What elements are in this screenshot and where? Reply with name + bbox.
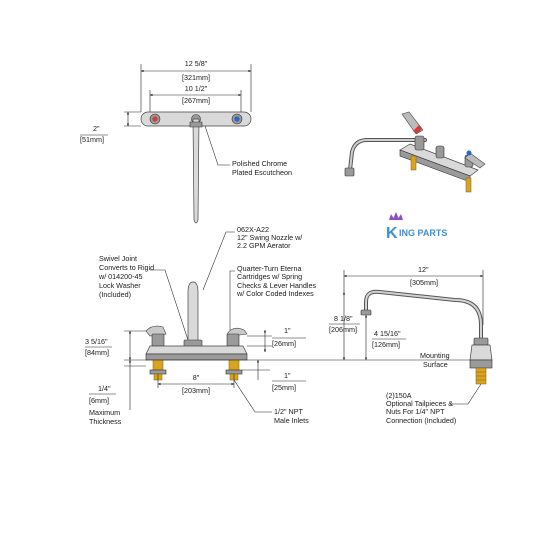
tailpiece-label-line1: (2)150A — [386, 391, 412, 400]
mounting-label-line2: Surface — [423, 360, 448, 369]
iso-cold-handle — [464, 152, 486, 169]
isometric-view — [344, 111, 486, 193]
thickness-label-line1: Maximum — [89, 408, 120, 417]
side-view: 12" [305mm] 8 1/8" [206mm] 4 15/16" [126… — [329, 265, 493, 425]
logo-k: K — [386, 225, 398, 242]
crown-icon — [389, 212, 403, 220]
nozzle-label-line3: 2.2 GPM Aerator — [237, 241, 291, 250]
handle-in: 1" — [284, 326, 291, 335]
depth-in: 2" — [93, 124, 100, 133]
height-mm: [84mm] — [85, 348, 109, 357]
logo-text: ING PARTS — [399, 228, 447, 238]
escutcheon-label-line2: Plated Escutcheon — [232, 168, 292, 177]
swivel-label-line1: Swivel Joint — [99, 254, 137, 263]
overall-width-in: 12 5/8" — [185, 59, 208, 68]
centers-mm: [267mm] — [182, 96, 210, 105]
reach-mm: [305mm] — [410, 278, 438, 287]
shank-in: 1" — [284, 371, 291, 380]
side-height-in: 8 1/8" — [334, 314, 353, 323]
swivel-label-line3: w/ 014200-45 — [98, 272, 143, 281]
swivel-label-line5: (Included) — [99, 290, 131, 299]
npt-label-line2: Male Inlets — [274, 416, 309, 425]
spout-mm: [126mm] — [372, 340, 400, 349]
front-hot-handle — [145, 325, 167, 337]
nozzle-label-line1: 062X-A22 — [237, 225, 269, 234]
reach-in: 12" — [418, 265, 429, 274]
nozzle-label-line2: 12" Swing Nozzle w/ — [237, 233, 302, 242]
centers-in: 10 1/2" — [185, 84, 208, 93]
tailpiece-label-line3: Nuts For 1/4" NPT — [386, 407, 445, 416]
handle-mm: [26mm] — [272, 339, 296, 348]
cartridge-label-line3: Checks & Lever Handles — [237, 281, 317, 290]
swivel-label-line2: Converts to Rigid — [99, 263, 154, 272]
front-view: 062X-A22 12" Swing Nozzle w/ 2.2 GPM Aer… — [85, 225, 470, 426]
npt-label-line1: 1/2" NPT — [274, 407, 304, 416]
front-spout — [187, 281, 199, 346]
nozzle-top-view — [192, 118, 200, 224]
front-base — [145, 345, 248, 355]
thickness-label-line2: Thickness — [89, 417, 122, 426]
king-parts-logo: K ING PARTS — [386, 212, 447, 242]
front-centers-mm: [203mm] — [182, 386, 210, 395]
mounting-label-line1: Mounting — [420, 351, 450, 360]
spout-in: 4 15/16" — [374, 329, 401, 338]
cartridge-label-line2: Cartridges w/ Spring — [237, 272, 302, 281]
swivel-label-line4: Lock Washer — [99, 281, 141, 290]
tailpiece-label-line2: Optional Tailpieces & — [386, 399, 453, 408]
side-height-mm: [206mm] — [329, 325, 357, 334]
front-centers-in: 8" — [193, 373, 200, 382]
thickness-in: 1/4" — [98, 384, 111, 393]
thickness-mm: [6mm] — [89, 396, 109, 405]
overall-width-mm: [321mm] — [182, 73, 210, 82]
cartridge-label-line4: w/ Color Coded Indexes — [236, 289, 314, 298]
shank-mm: [25mm] — [272, 383, 296, 392]
height-in: 3 5/16" — [85, 337, 108, 346]
top-view: 12 5/8" [321mm] 10 1/2" [267mm] 2" [51mm… — [80, 59, 292, 224]
depth-mm: [51mm] — [80, 135, 104, 144]
tailpiece-label-line4: Connection (Included) — [386, 416, 456, 425]
cartridge-label-line1: Quarter-Turn Eterna — [237, 264, 301, 273]
escutcheon-label-line1: Polished Chrome — [232, 159, 287, 168]
